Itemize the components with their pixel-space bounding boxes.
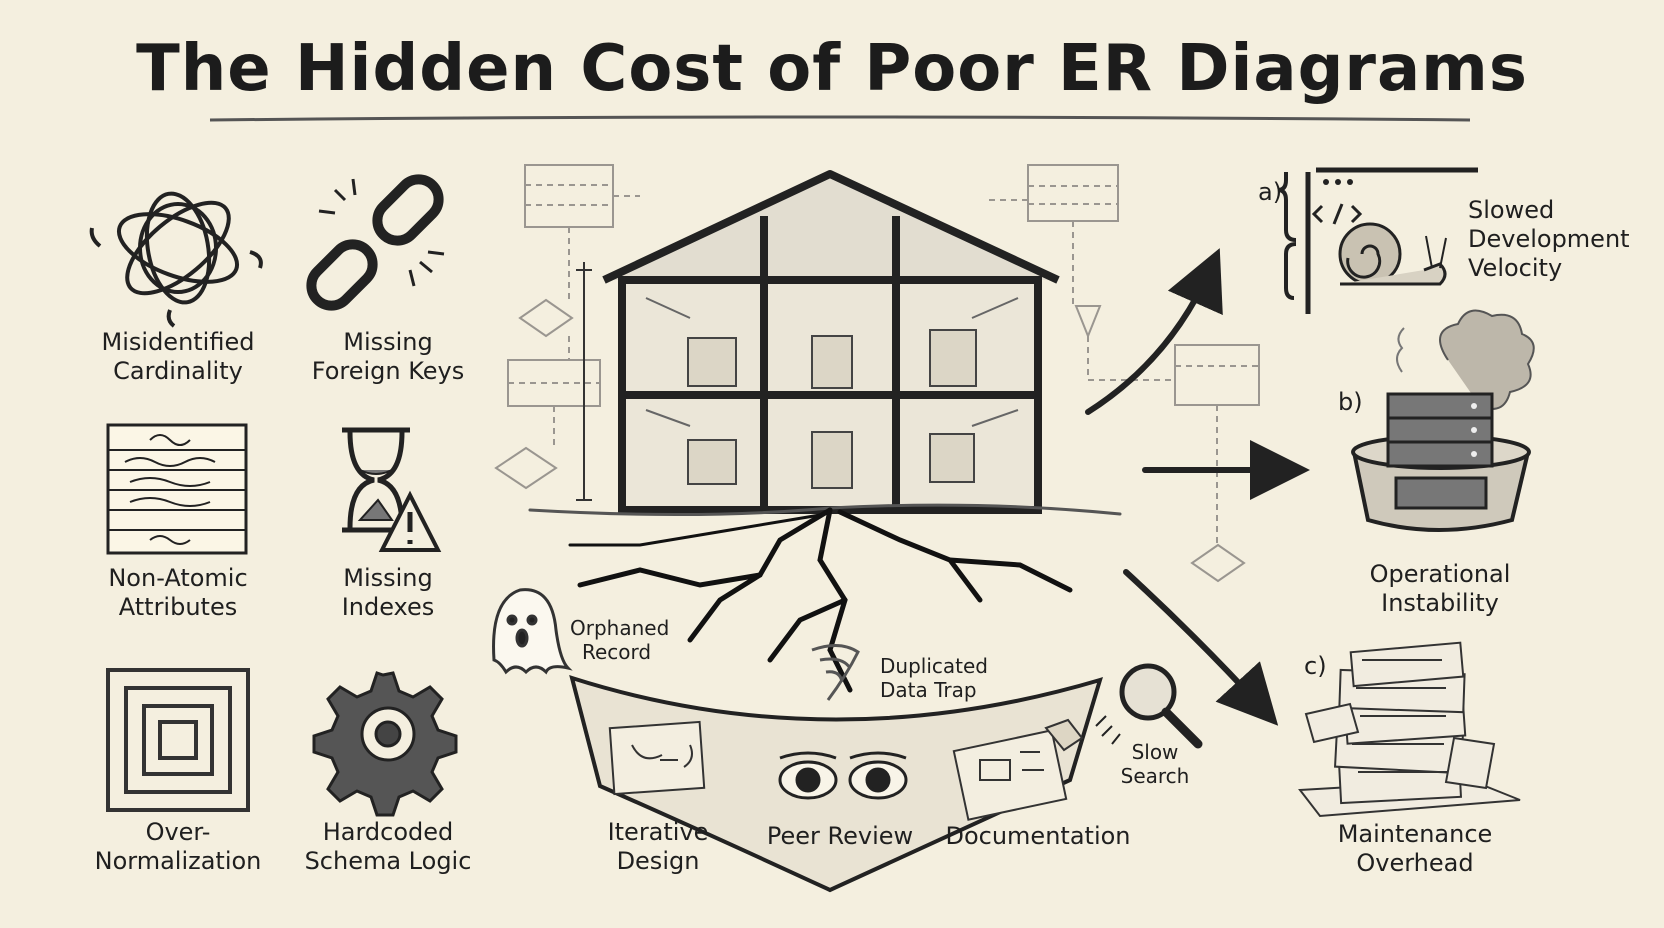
label-line: Cardinality bbox=[113, 357, 243, 385]
label-line: Record bbox=[582, 640, 652, 664]
magnifier-icon bbox=[1095, 663, 1203, 749]
label-slowed-development-velocity: Slowed Development Velocity bbox=[1468, 196, 1630, 283]
blueprint-sketch-icon bbox=[608, 720, 706, 796]
label-line: Missing bbox=[343, 328, 433, 356]
label-non-atomic-attributes: Non-Atomic Attributes bbox=[80, 564, 276, 622]
label-line: Hardcoded bbox=[322, 818, 454, 846]
label-line: Slow bbox=[1131, 740, 1179, 764]
label-line: Instability bbox=[1381, 589, 1499, 617]
label-line: Design bbox=[616, 847, 700, 875]
consequence-arrows bbox=[1085, 248, 1310, 726]
label-line: Velocity bbox=[1468, 254, 1563, 282]
marker-b: b) bbox=[1338, 388, 1363, 416]
label-duplicated-data-trap: Duplicated Data Trap bbox=[880, 654, 988, 702]
label-line: Overhead bbox=[1356, 849, 1474, 877]
ghost-icon bbox=[492, 588, 573, 675]
label-slow-search: Slow Search bbox=[1110, 740, 1200, 788]
watching-eyes-icon bbox=[778, 751, 908, 800]
label-peer-review: Peer Review bbox=[766, 822, 914, 850]
label-line: Non-Atomic bbox=[108, 564, 248, 592]
gear-icon bbox=[312, 671, 458, 817]
label-line: Data Trap bbox=[880, 678, 977, 702]
page-title: The Hidden Cost of Poor ER Diagrams bbox=[136, 32, 1528, 106]
label-line: Orphaned bbox=[570, 616, 670, 640]
label-maintenance-overhead: Maintenance Overhead bbox=[1320, 820, 1510, 878]
hourglass-warning-icon bbox=[342, 427, 442, 552]
label-hardcoded-schema-logic: Hardcoded Schema Logic bbox=[290, 818, 486, 876]
label-line: Missing bbox=[343, 564, 433, 592]
label-misidentified-cardinality: Misidentified Cardinality bbox=[80, 328, 276, 386]
background-flowchart bbox=[494, 164, 1260, 583]
label-line: Normalization bbox=[94, 847, 262, 875]
cracked-ground bbox=[528, 503, 1122, 693]
nested-squares-icon bbox=[106, 668, 250, 812]
label-iterative-design: Iterative Design bbox=[588, 818, 728, 876]
label-documentation: Documentation bbox=[945, 822, 1131, 850]
title-underline bbox=[209, 115, 1471, 122]
document-scroll-icon bbox=[952, 718, 1084, 821]
label-line: Over- bbox=[145, 818, 211, 846]
label-orphaned-record: Orphaned Record bbox=[570, 616, 669, 664]
marker-a: a) bbox=[1258, 178, 1283, 206]
label-line: Misidentified bbox=[101, 328, 255, 356]
paper-stack-icon bbox=[1298, 641, 1521, 818]
label-operational-instability: Operational Instability bbox=[1350, 560, 1530, 618]
cluttered-table-icon bbox=[106, 423, 248, 555]
label-line: Attributes bbox=[118, 593, 238, 621]
label-line: Maintenance bbox=[1337, 820, 1493, 848]
label-missing-foreign-keys: Missing Foreign Keys bbox=[290, 328, 486, 386]
foundation-slab bbox=[569, 674, 1103, 893]
label-line: Iterative bbox=[607, 818, 709, 846]
duplicate-swirl-icon bbox=[811, 644, 860, 701]
label-line: Operational bbox=[1369, 560, 1511, 588]
label-missing-indexes: Missing Indexes bbox=[290, 564, 486, 622]
tangle-icon bbox=[89, 191, 263, 328]
house-cross-section bbox=[576, 170, 1060, 514]
smoking-server-icon bbox=[1351, 309, 1535, 532]
label-line: Indexes bbox=[341, 593, 435, 621]
code-window-snail-icon bbox=[1277, 167, 1478, 314]
label-line: Schema Logic bbox=[304, 847, 472, 875]
label-line: Search bbox=[1120, 764, 1190, 788]
marker-c: c) bbox=[1304, 652, 1327, 680]
label-over-normalization: Over- Normalization bbox=[80, 818, 276, 876]
label-line: Foreign Keys bbox=[311, 357, 465, 385]
label-line: Development bbox=[1468, 225, 1630, 253]
label-line: Duplicated bbox=[880, 654, 988, 678]
broken-chain-icon bbox=[306, 174, 445, 311]
label-line: Slowed bbox=[1468, 196, 1555, 224]
